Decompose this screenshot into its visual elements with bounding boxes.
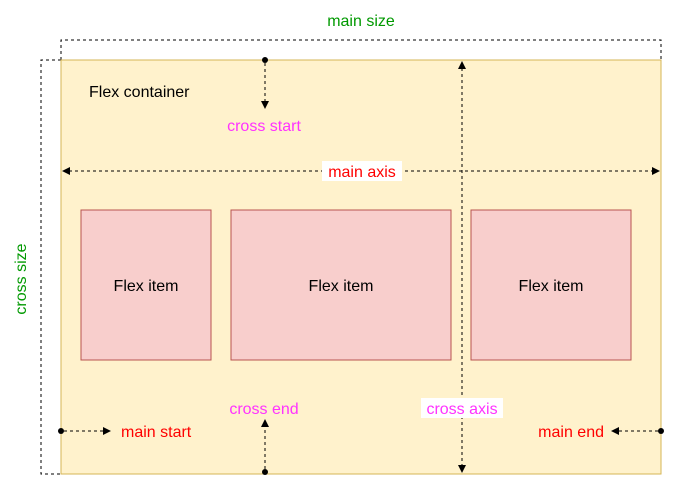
cross-axis-label: cross axis — [426, 401, 497, 418]
cross-start-label: cross start — [227, 118, 301, 135]
flex-item-label-1: Flex item — [114, 278, 179, 295]
main-start-dot — [58, 428, 64, 434]
main-end-label: main end — [538, 424, 604, 441]
main-size-bracket — [60, 39, 662, 60]
main-end-dot — [658, 428, 664, 434]
flex-item-2 — [230, 209, 452, 361]
cross-end-dot — [262, 469, 268, 475]
cross-end-label: cross end — [229, 401, 298, 418]
cross-size-label: cross size — [13, 243, 30, 314]
flex-item-label-2: Flex item — [309, 278, 374, 295]
container-label: Flex container — [89, 84, 190, 101]
main-size-label: main size — [327, 13, 395, 30]
main-axis-label-bg — [322, 161, 402, 181]
main-axis-label: main axis — [328, 164, 396, 181]
flex-item-1 — [80, 209, 212, 361]
cross-axis-label-bg — [421, 398, 503, 418]
cross-size-bracket — [40, 59, 61, 475]
main-start-label: main start — [121, 424, 192, 441]
flex-item-label-3: Flex item — [519, 278, 584, 295]
flex-item-3 — [470, 209, 632, 361]
cross-start-dot — [262, 57, 268, 63]
